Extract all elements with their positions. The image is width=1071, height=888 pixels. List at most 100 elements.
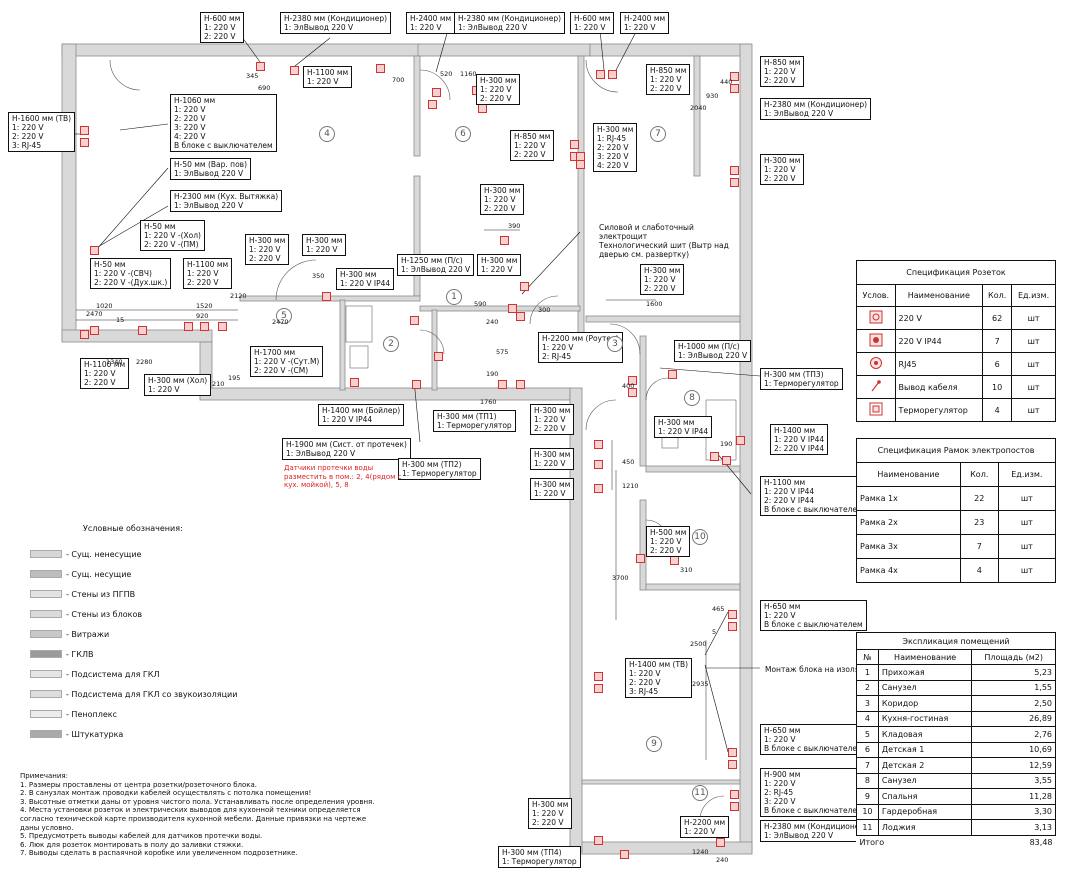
callout-line: Н-1600 мм (ТВ) <box>12 114 72 123</box>
callout-line: 2: 220 V <box>249 254 281 263</box>
dimension-label: 3700 <box>612 574 629 582</box>
callout-line: Н-300 мм (Хол) <box>148 376 208 385</box>
legend-label: - Подсистема для ГКЛ со звукоизоляции <box>66 689 238 699</box>
spec-unit: шт <box>1011 352 1056 376</box>
legend-label: - Подсистема для ГКЛ <box>66 669 160 679</box>
callout-line: 2: 220 V <box>644 284 676 293</box>
callout-line: 2: 220 V <box>187 278 219 287</box>
socket-icon <box>376 64 385 73</box>
callout-line: 2: 220 V <box>12 132 44 141</box>
dimension-label: 1210 <box>622 482 639 490</box>
socket-icon <box>730 790 739 799</box>
callout-line: 1: 220 V <box>624 23 656 32</box>
socket-icon <box>594 672 603 681</box>
callout-line: 1: 220 V <box>480 85 512 94</box>
callout-line: 1: ЭлВывод 220 V <box>678 351 748 360</box>
callout-box: Н-2380 мм (Кондиционер)1: ЭлВывод 220 V <box>454 12 566 34</box>
socket-icon <box>434 352 443 361</box>
callout-line: Н-1000 мм (П/с) <box>678 342 740 351</box>
socket-icon <box>728 622 737 631</box>
callout-line: Н-2400 мм <box>410 14 452 23</box>
walls <box>61 43 753 855</box>
socket-icon <box>594 440 603 449</box>
callout-line: 1: RJ-45 <box>597 134 627 143</box>
callout-line: Н-300 мм <box>534 406 571 415</box>
sockets-header-name: Наименование <box>894 284 984 307</box>
callout-line: 1: Терморегулятор <box>437 421 512 430</box>
explication-total-label: Итого <box>859 837 885 847</box>
callout-line: 1: 220 V <box>514 141 546 150</box>
callout-line: 2: 220 V <box>514 150 546 159</box>
callout-line: Н-300 мм (ТП4) <box>502 848 562 857</box>
room-area: 26,89 <box>971 710 1056 727</box>
socket-icon <box>80 126 89 135</box>
callout-line: Н-600 мм <box>574 14 611 23</box>
callout-line: 2: RJ-45 <box>542 352 572 361</box>
dimension-label: 920 <box>196 312 209 320</box>
dimension-label: 1160 <box>460 70 477 78</box>
room-number-marker: 1 <box>446 289 462 305</box>
dimension-label: 1020 <box>96 302 113 310</box>
room-name: Детская 1 <box>877 741 973 758</box>
callout-line: Н-50 мм <box>94 260 126 269</box>
socket-icon <box>594 460 603 469</box>
callout-line: Н-300 мм <box>484 186 521 195</box>
callout-line: Н-300 мм <box>249 236 286 245</box>
room-name: Лоджия <box>877 819 973 836</box>
callout-box: Н-300 мм (ТП2)1: Терморегулятор <box>398 458 481 480</box>
note-line: 1. Размеры проставлены от центра розетки… <box>20 780 258 789</box>
callout-line: 1: ЭлВывод 220 V <box>764 109 834 118</box>
room-area: 3,30 <box>971 803 1056 820</box>
dimension-label: 2935 <box>692 680 709 688</box>
room-n: 7 <box>856 757 879 774</box>
callout-line: 3: 220 V <box>764 797 796 806</box>
legend-swatch <box>30 730 62 738</box>
callout-line: 1: 220 V -(СВЧ) <box>94 269 152 278</box>
room-n: 5 <box>856 726 879 743</box>
socket-icon <box>596 70 605 79</box>
socket-icon <box>728 760 737 769</box>
room-area: 10,69 <box>971 741 1056 758</box>
socket-icon <box>736 436 745 445</box>
frames-header-qty: Кол. <box>959 462 999 487</box>
callout-line: 1: 220 V -(Сут.М) <box>254 357 320 366</box>
callout-line: 1: 220 V <box>644 275 676 284</box>
callout-line: Н-2380 мм (Кондиционер) <box>458 14 562 23</box>
frames-header-name: Наименование <box>856 462 961 487</box>
callout-box: Н-2380 мм (Кондиционер)1: ЭлВывод 220 V <box>280 12 392 34</box>
spec-qty: 6 <box>982 352 1013 376</box>
spec-name: 220 V <box>894 306 984 330</box>
callout-line: Н-50 мм (Вар. пов) <box>174 160 248 169</box>
callout-line: Н-300 мм <box>534 450 571 459</box>
cable-outlet-icon <box>856 375 896 399</box>
socket-icon <box>218 322 227 331</box>
socket-icon <box>628 376 637 385</box>
legend-label: - Пеноплекс <box>66 709 117 719</box>
callout-line: Н-2400 мм <box>624 14 666 23</box>
callout-line: 1: 220 V <box>534 415 566 424</box>
callout-line: 1: 220 V IP44 <box>658 427 709 436</box>
sockets-spec-table: Спецификация Розеток Услов. Наименование… <box>856 260 1056 422</box>
legend-swatch <box>30 710 62 718</box>
callout-line: Н-50 мм <box>144 222 176 231</box>
room-area: 12,59 <box>971 757 1056 774</box>
dimension-label: 400 <box>622 382 635 390</box>
legend-item: - Стены из блоков <box>30 608 142 620</box>
